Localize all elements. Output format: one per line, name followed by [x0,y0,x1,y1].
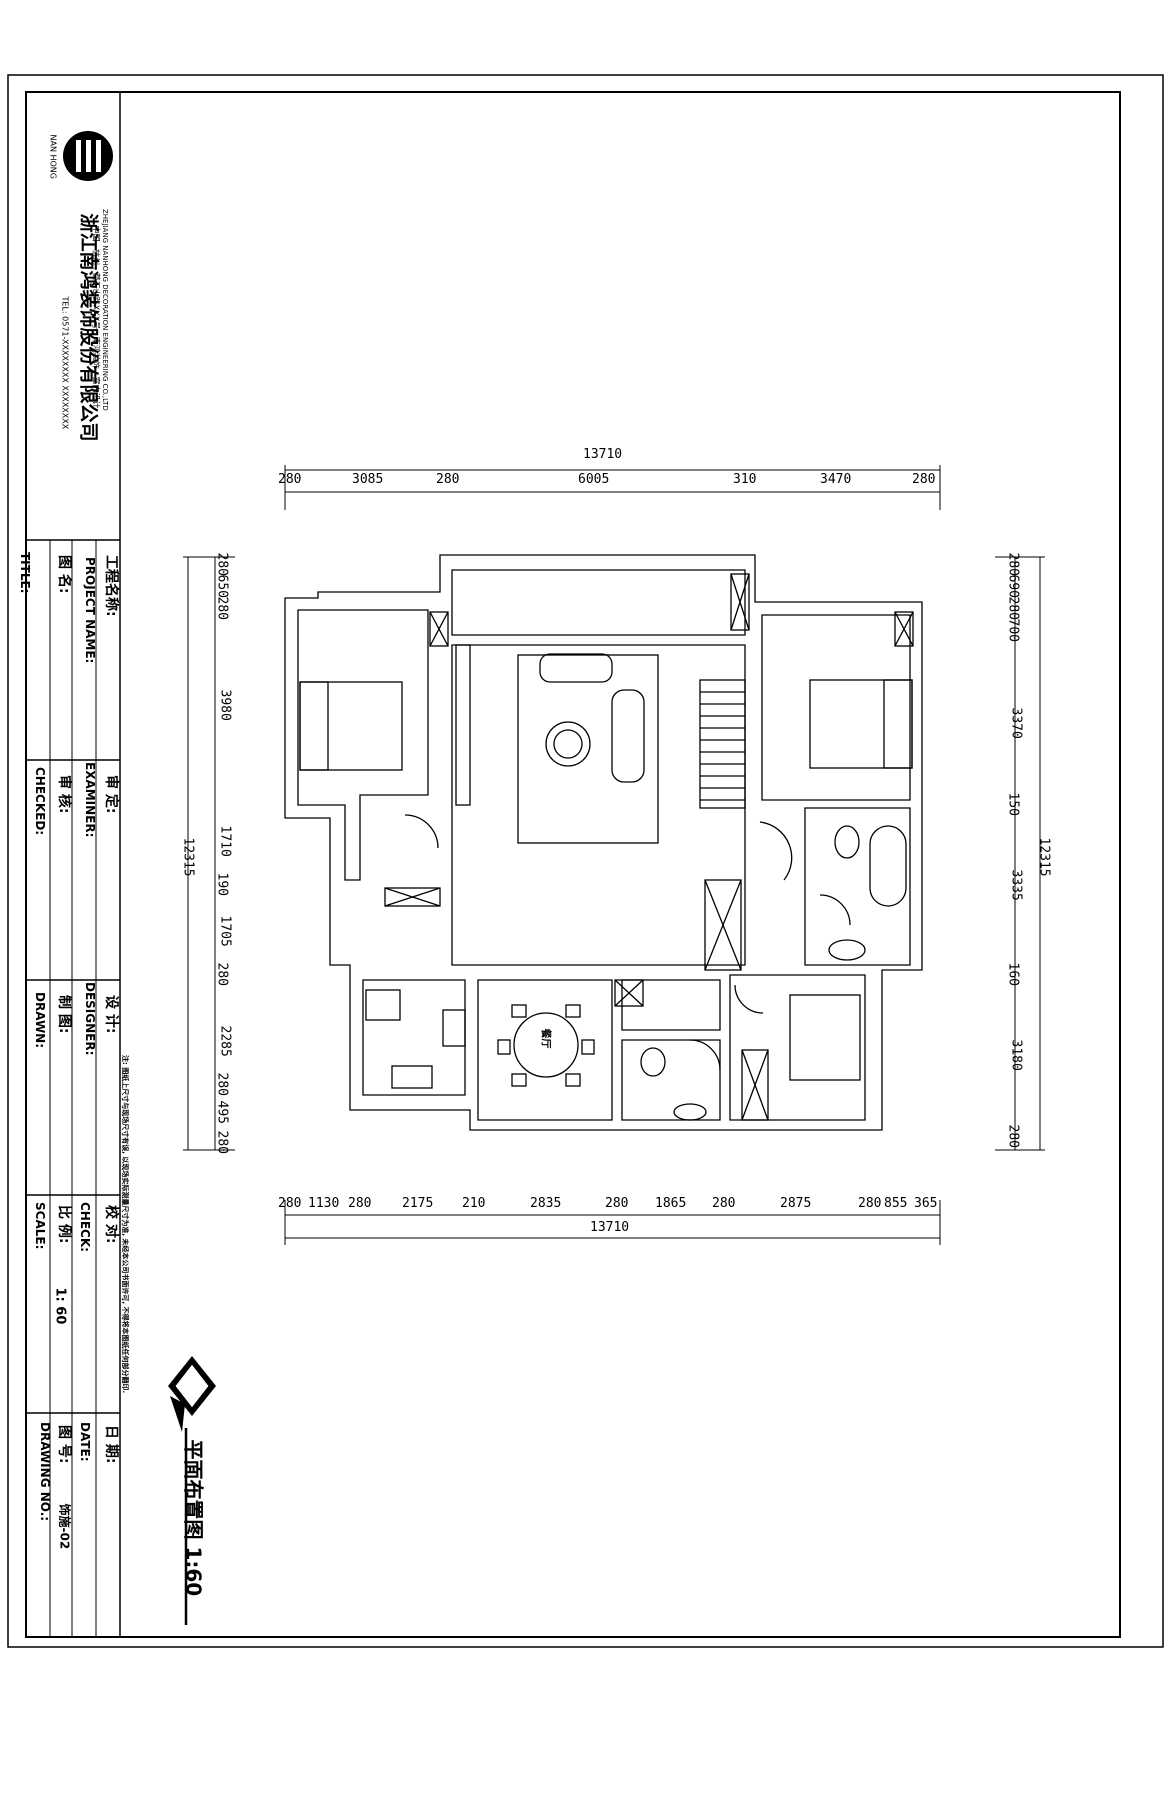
project-label-en: PROJECT NAME: [83,557,97,664]
inner-frame [25,91,1121,1638]
dim-text: 280 [712,1196,736,1211]
drawn-label: 制 图: [56,995,72,1034]
drawing-no-value: 饰施-02 [57,1503,72,1550]
designer-label-en: DESIGNER: [83,982,97,1056]
drawing-sheet [7,74,1164,1648]
dim-text: 855 [884,1196,908,1211]
dim-text: 310 [733,472,757,487]
scale-label: 比 例: [56,1205,72,1244]
checked-label-en: CHECKED: [33,767,47,836]
scale-label-en: SCALE: [33,1202,47,1250]
room-label-dining: 餐厅 [539,1028,551,1049]
dim-text: 280 [1005,1124,1021,1148]
title-label: 图 名: [56,555,72,594]
dim-text: 280 [214,1130,230,1154]
dim-text: 160 [1005,962,1021,986]
date-label-en: DATE: [78,1422,92,1462]
dim-text: 280 [912,472,936,487]
examiner-label-en: EXAMINER: [83,762,97,838]
disclaimer-note: 注: 图纸上尺寸与现场尺寸有误, 以现场实际测量尺寸为准, 未经本公司书面许可,… [121,1055,129,1394]
outer-frame [7,74,1164,1648]
company-tel: TEL: 0571-XXXXXXXX XXXXXXXX [60,296,70,430]
dim-text: 3470 [820,472,852,487]
dim-text: 280 [348,1196,372,1211]
examiner-label: 审 定: [103,775,119,814]
drawing-no-label: 图 号: [56,1425,72,1464]
dim-text: 700 [1005,618,1021,642]
dim-text: 1710 [217,825,233,857]
dim-text: 1705 [217,915,233,947]
company-address: 中国 . 杭州 . 莫干山路XXX号 . 南鸿装饰 . 室内设计 [91,225,101,409]
dim-text: 280 [278,1196,302,1211]
dim-text: 1865 [655,1196,687,1211]
floor-plan [284,554,923,1131]
dim-text: 495 [214,1100,230,1124]
dim-text: 2875 [780,1196,812,1211]
dim-text: 3180 [1008,1039,1024,1071]
left-total-dimension: 12315 [180,837,196,877]
right-total-dimension: 12315 [1036,837,1052,877]
dim-text: 280 [605,1196,629,1211]
dim-text: 280 [278,472,302,487]
drawing-no-label-en: DRAWING NO.: [38,1422,52,1522]
dim-text: 280 [858,1196,882,1211]
dim-text: 280 [214,596,230,620]
dim-text: 190 [214,872,230,896]
dim-text: 365 [914,1196,938,1211]
check-label-en: CHECK: [78,1202,92,1252]
plan-title: 平面布置图 1:60 [181,1439,206,1597]
project-label: 工程名称: [103,555,119,617]
designer-label: 设 计: [103,995,119,1034]
dim-text: 6005 [578,472,610,487]
dim-text: 3085 [352,472,384,487]
drawn-label-en: DRAWN: [33,992,47,1049]
dimension-lines [183,465,1045,1245]
dim-text: 3370 [1008,707,1024,739]
dim-text: 280 [214,962,230,986]
title-label-en: TITLE: [18,552,32,594]
dim-text: 210 [462,1196,486,1211]
checked-label: 审 核: [56,775,72,814]
check-label: 校 对: [103,1205,119,1244]
dim-text: 3980 [217,689,233,721]
dim-text: 3335 [1008,869,1024,901]
logo-text: NAN HONG [48,134,58,179]
dim-text: 280 [436,472,460,487]
scale-value: 1: 60 [52,1287,68,1325]
north-arrow-icon [168,1356,216,1432]
bottom-total-dimension: 13710 [590,1220,630,1235]
dim-text: 1130 [308,1196,340,1211]
dim-text: 2835 [530,1196,562,1211]
company-name-en: ZHEJIANG NANHONG DECORATION ENGINEERING … [101,209,109,411]
date-label: 日 期: [103,1425,119,1464]
dim-text: 2175 [402,1196,434,1211]
dim-text: 2285 [217,1025,233,1057]
dim-text: 280 [214,1072,230,1096]
top-total-dimension: 13710 [583,447,623,462]
dim-text: 150 [1005,792,1021,816]
